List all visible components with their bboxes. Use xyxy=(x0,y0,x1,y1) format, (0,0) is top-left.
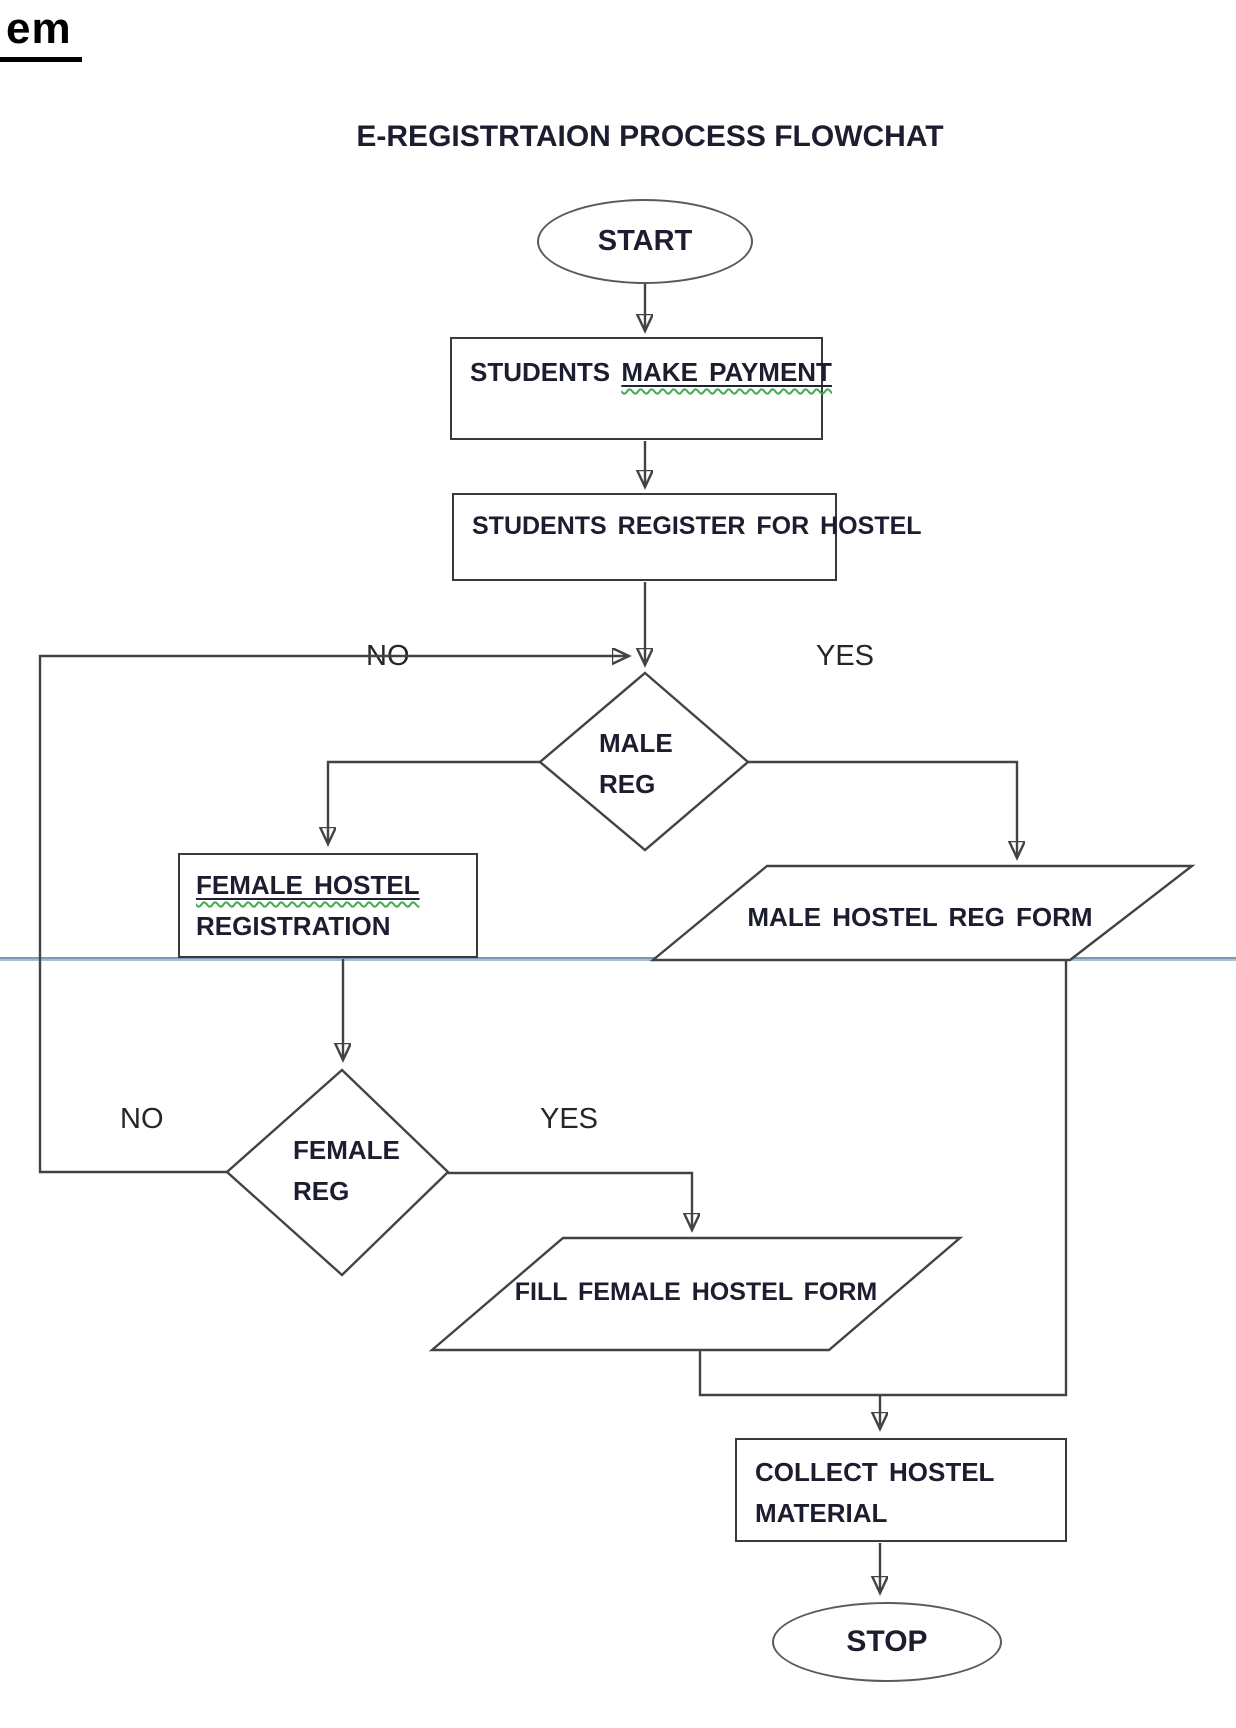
page-divider-line xyxy=(0,957,1236,961)
male-yes-label: YES xyxy=(816,640,875,672)
male-reg-line1: MALE xyxy=(599,728,673,758)
process-female-registration: FEMALE HOSTEL REGISTRATION xyxy=(178,853,478,958)
process-register-hostel: STUDENTS REGISTER FOR HOSTEL xyxy=(452,493,922,581)
female-reg-decision-shape xyxy=(225,1068,450,1277)
female-decision-line1: FEMALE xyxy=(293,1135,400,1165)
female-yes-label: YES xyxy=(540,1103,599,1135)
connector-merge-forms xyxy=(698,961,1068,1397)
flowchart-title: E-REGISTRTAION PROCESS FLOWCHAT xyxy=(356,120,944,153)
male-hostel-form-label: MALE HOSTEL REG FORM xyxy=(747,902,1093,932)
female-reg-spellchecked: FEMALE HOSTEL xyxy=(196,870,420,900)
stop-label: STOP xyxy=(846,1625,928,1658)
collect-line1: COLLECT HOSTEL xyxy=(755,1457,995,1487)
page-heading-fragment: em xyxy=(0,4,82,62)
arrow-male-yes-branch xyxy=(748,760,1017,857)
arrow-female-no-loop xyxy=(38,656,628,1174)
male-reg-decision-shape xyxy=(538,671,750,852)
arrow-male-no-branch xyxy=(328,760,540,843)
female-reg-line2: REGISTRATION xyxy=(196,911,391,941)
payment-label-underline: MAKE PAYMENT xyxy=(621,357,832,387)
male-reg-line2: REG xyxy=(599,769,656,799)
female-decision-line2: REG xyxy=(293,1176,350,1206)
female-hostel-form-shape xyxy=(428,1236,964,1352)
payment-label-spellchecked: MAKE PAYMENT xyxy=(621,357,832,387)
stop-node: STOP xyxy=(772,1602,1002,1682)
female-reg-underline: FEMALE HOSTEL xyxy=(196,870,420,900)
collect-material-label: COLLECT HOSTEL MATERIAL xyxy=(755,1452,1065,1534)
arrow-female-yes-branch xyxy=(448,1171,692,1229)
process-make-payment: STUDENTS MAKE PAYMENT xyxy=(450,337,832,440)
male-reg-decision-label: MALE REG xyxy=(599,723,673,805)
process-register-hostel-label: STUDENTS REGISTER FOR HOSTEL xyxy=(472,512,922,540)
female-hostel-form-label: FILL FEMALE HOSTEL FORM xyxy=(514,1278,878,1306)
female-reg-decision-label: FEMALE REG xyxy=(293,1130,400,1212)
process-make-payment-label: STUDENTS MAKE PAYMENT xyxy=(470,352,832,393)
female-registration-label: FEMALE HOSTEL REGISTRATION xyxy=(196,865,476,947)
collect-line2: MATERIAL xyxy=(755,1498,888,1528)
start-node: START xyxy=(537,199,753,284)
female-no-label: NO xyxy=(120,1103,164,1135)
process-collect-material: COLLECT HOSTEL MATERIAL xyxy=(735,1438,1067,1542)
male-hostel-form-shape xyxy=(649,864,1196,962)
start-label: START xyxy=(597,225,693,257)
payment-label-prefix: STUDENTS xyxy=(470,357,611,387)
